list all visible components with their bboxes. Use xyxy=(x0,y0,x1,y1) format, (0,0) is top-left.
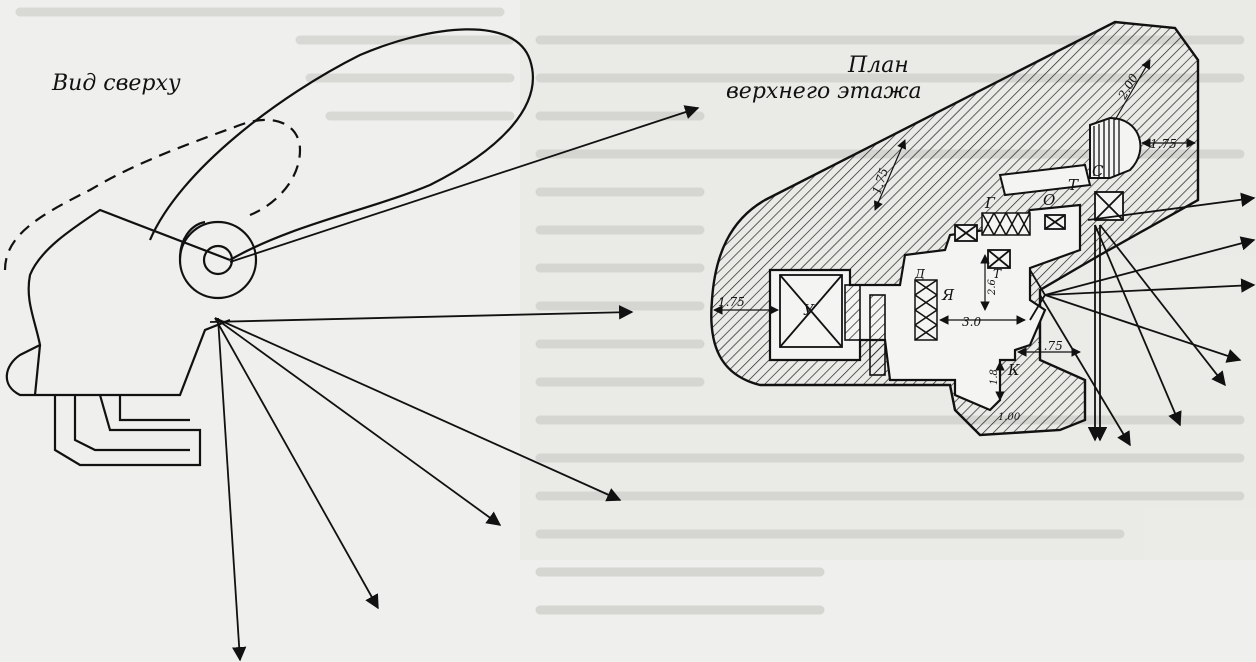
hull-outline xyxy=(5,208,231,397)
room-label-t2: Т xyxy=(993,267,1002,281)
dashed-hatch-outline xyxy=(3,118,302,271)
top-view-drawing xyxy=(3,28,700,662)
plan-title-line2: верхнего этажа xyxy=(726,79,922,104)
canopy-outline xyxy=(148,28,534,261)
room-label-g: Г xyxy=(984,194,996,212)
dim-wall-right: 1.75 xyxy=(1150,137,1177,151)
room-label-o: О xyxy=(1043,191,1055,209)
dim-height-26: 2.6 xyxy=(987,278,998,296)
dim-height-18: 1.8 xyxy=(989,369,1000,385)
room-label-t1: Т xyxy=(1068,176,1079,194)
dim-inner-175: 1.75 xyxy=(1036,339,1063,353)
top-view-title: Вид сверху xyxy=(51,71,181,96)
corridor-slot xyxy=(998,163,1092,197)
room-label-s: С xyxy=(1092,162,1104,180)
lower-embrasure xyxy=(53,394,202,467)
room-label-ya: Я xyxy=(941,286,955,304)
room-label-u: У xyxy=(803,301,815,319)
dim-wall-left: 1.75 xyxy=(718,295,745,309)
dim-width-30: 3.0 xyxy=(962,315,981,329)
dim-bottom-100: 1.00 xyxy=(998,412,1021,423)
roller-inner xyxy=(202,244,234,276)
roller-outer xyxy=(178,220,258,300)
plan-title-line1: План xyxy=(847,53,909,78)
room-label-d: Д xyxy=(914,267,925,281)
room-label-k: К xyxy=(1007,361,1020,379)
room-ya-box xyxy=(914,279,938,341)
floor-plan-drawing xyxy=(710,20,1256,447)
